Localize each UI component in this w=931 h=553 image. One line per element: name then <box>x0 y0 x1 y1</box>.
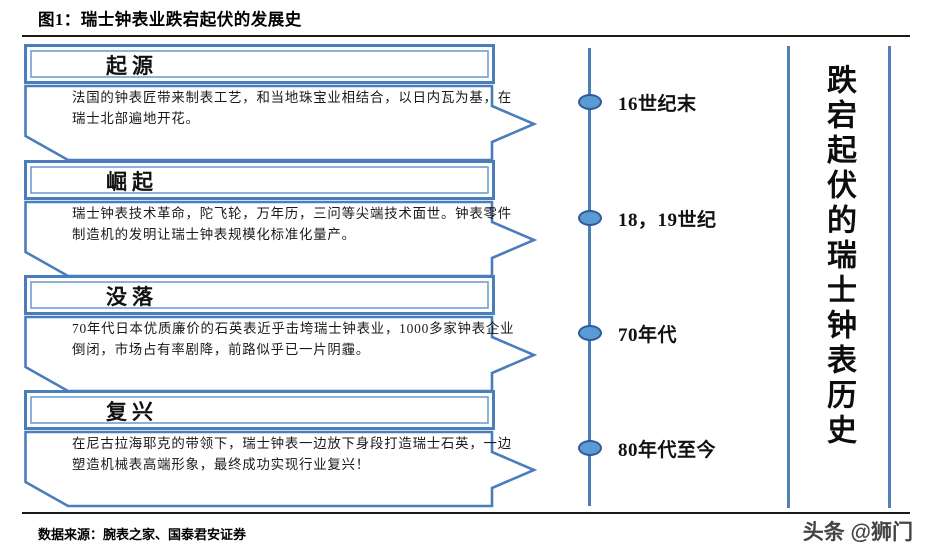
source-note: 数据来源：腕表之家、国泰君安证券 <box>38 527 247 542</box>
timeline-axis: 16世纪末 18，19世纪 70年代 80年代至今 <box>544 40 784 512</box>
vertical-divider-left <box>787 46 790 508</box>
timeline-period-label: 18，19世纪 <box>618 210 717 231</box>
stage-block[interactable]: 复兴 在尼古拉海耶克的带领下，瑞士钟表一边放下身段打造瑞士石英，一边塑造机械表高… <box>24 390 544 508</box>
stage-callout-shape <box>24 160 538 278</box>
timeline-diagram: 起源 法国的钟表匠带来制表工艺，和当地珠宝业相结合，以日内瓦为基，在瑞士北部遍地… <box>0 40 931 512</box>
watermark-label: 头条 @狮门 <box>802 521 913 544</box>
timeline-period-label: 70年代 <box>618 325 678 346</box>
stage-callout-shape <box>24 275 538 393</box>
stage-body-text: 瑞士钟表技术革命，陀飞轮，万年历，三问等尖端技术面世。钟表零件制造机的发明让瑞士… <box>72 206 512 242</box>
stage-callout-shape <box>24 44 538 162</box>
header-divider <box>22 35 910 37</box>
stage-block[interactable]: 崛起 瑞士钟表技术革命，陀飞轮，万年历，三问等尖端技术面世。钟表零件制造机的发明… <box>24 160 544 278</box>
stage-block[interactable]: 起源 法国的钟表匠带来制表工艺，和当地珠宝业相结合，以日内瓦为基，在瑞士北部遍地… <box>24 44 544 162</box>
timeline-node-marker[interactable] <box>578 210 602 226</box>
timeline-spine <box>588 48 591 506</box>
vertical-title-panel: 跌宕起伏的瑞士钟表历史 <box>782 40 912 512</box>
stage-title: 起源 <box>106 54 158 78</box>
stage-title: 崛起 <box>106 170 158 194</box>
stage-title: 没落 <box>106 285 158 309</box>
timeline-node-marker[interactable] <box>578 325 602 341</box>
figure-footer: 数据来源：腕表之家、国泰君安证券 头条 @狮门 <box>0 512 931 553</box>
footer-divider <box>22 512 910 514</box>
stage-body-text: 在尼古拉海耶克的带领下，瑞士钟表一边放下身段打造瑞士石英，一边塑造机械表高端形象… <box>72 436 512 472</box>
stage-body-text: 法国的钟表匠带来制表工艺，和当地珠宝业相结合，以日内瓦为基，在瑞士北部遍地开花。 <box>72 90 512 126</box>
stage-body-text: 70年代日本优质廉价的石英表近乎击垮瑞士钟表业，1000多家钟表企业倒闭，市场占… <box>72 321 515 357</box>
figure-header: 图1：瑞士钟表业跌宕起伏的发展史 <box>0 0 931 40</box>
stage-list: 起源 法国的钟表匠带来制表工艺，和当地珠宝业相结合，以日内瓦为基，在瑞士北部遍地… <box>24 40 544 512</box>
vertical-title-text: 跌宕起伏的瑞士钟表历史 <box>822 64 855 449</box>
timeline-period-label: 16世纪末 <box>618 94 697 115</box>
page-title: 图1：瑞士钟表业跌宕起伏的发展史 <box>38 10 302 29</box>
stage-title: 复兴 <box>106 400 158 424</box>
timeline-period-label: 80年代至今 <box>618 440 717 461</box>
stage-callout-shape <box>24 390 538 508</box>
timeline-node-marker[interactable] <box>578 94 602 110</box>
vertical-divider-right <box>888 46 891 508</box>
stage-block[interactable]: 没落 70年代日本优质廉价的石英表近乎击垮瑞士钟表业，1000多家钟表企业倒闭，… <box>24 275 544 393</box>
timeline-node-marker[interactable] <box>578 440 602 456</box>
